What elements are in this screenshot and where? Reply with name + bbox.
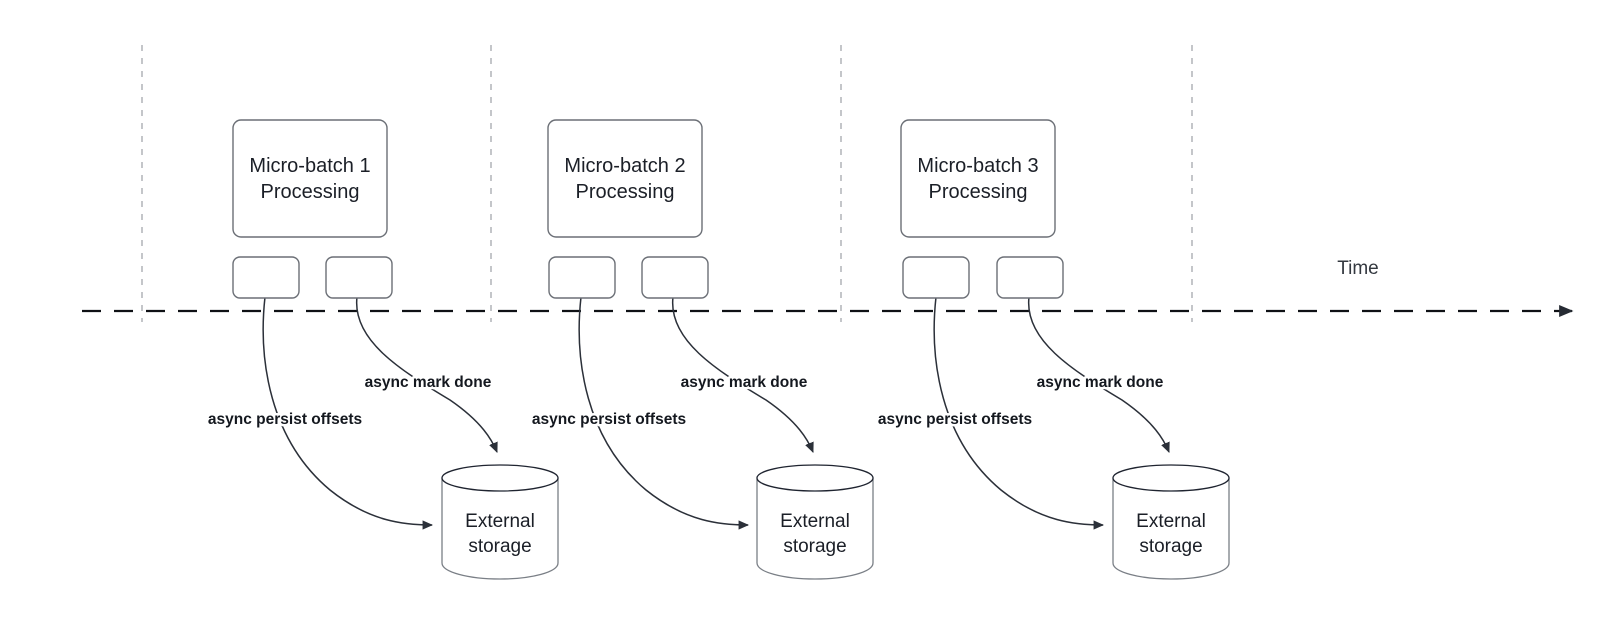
external-storage-1-label-line2: storage xyxy=(468,536,531,557)
microbatch-3-task-box-a[interactable] xyxy=(902,256,970,299)
microbatch-group-1: Micro-batch 1 Processing External storag… xyxy=(205,119,559,580)
microbatch-3-task-box-b[interactable] xyxy=(996,256,1064,299)
microbatch-1-processing-box[interactable] xyxy=(232,119,388,238)
mark-done-label-2: async mark done xyxy=(681,374,808,391)
external-storage-3-label-line2: storage xyxy=(1139,536,1202,557)
mark-done-arrow-1 xyxy=(356,296,498,453)
microbatch-group-3: Micro-batch 3 Processing External storag… xyxy=(875,119,1230,580)
external-storage-cylinder-2[interactable] xyxy=(756,464,874,580)
external-storage-1-label-line1: External xyxy=(465,511,535,532)
microbatch-2-task-box-b[interactable] xyxy=(641,256,709,299)
persist-offsets-label-3: async persist offsets xyxy=(878,411,1032,428)
microbatch-2-task-box-a[interactable] xyxy=(548,256,616,299)
mark-done-label-3: async mark done xyxy=(1037,374,1164,391)
microbatch-3-processing-box[interactable] xyxy=(900,119,1056,238)
external-storage-cylinder-1[interactable] xyxy=(441,464,559,580)
external-storage-3-label-line1: External xyxy=(1136,511,1206,532)
external-storage-cylinder-3[interactable] xyxy=(1112,464,1230,580)
timeline-axis-label: Time xyxy=(1337,258,1379,279)
persist-offsets-label-1: async persist offsets xyxy=(208,411,362,428)
microbatch-3-label-line1: Micro-batch 3 xyxy=(917,155,1038,177)
persist-offsets-label-2: async persist offsets xyxy=(532,411,686,428)
persist-offsets-arrow-1 xyxy=(262,296,434,530)
microbatch-1-task-box-b[interactable] xyxy=(325,256,393,299)
microbatch-1-task-box-a[interactable] xyxy=(232,256,300,299)
external-storage-2-label-line2: storage xyxy=(783,536,846,557)
mark-done-arrow-2 xyxy=(672,296,814,453)
persist-offsets-arrow-3 xyxy=(933,296,1105,530)
microbatch-1-label-line2: Processing xyxy=(261,181,360,203)
microbatch-2-processing-box[interactable] xyxy=(547,119,703,238)
microbatch-3-label-line2: Processing xyxy=(929,181,1028,203)
external-storage-2-label-line1: External xyxy=(780,511,850,532)
persist-offsets-arrow-2 xyxy=(578,296,750,530)
microbatch-1-label-line1: Micro-batch 1 xyxy=(249,155,370,177)
mark-done-label-1: async mark done xyxy=(365,374,492,391)
microbatch-2-label-line2: Processing xyxy=(576,181,675,203)
mark-done-arrow-3 xyxy=(1028,296,1170,453)
microbatch-2-label-line1: Micro-batch 2 xyxy=(564,155,685,177)
microbatch-group-2: Micro-batch 2 Processing External storag… xyxy=(529,119,874,580)
